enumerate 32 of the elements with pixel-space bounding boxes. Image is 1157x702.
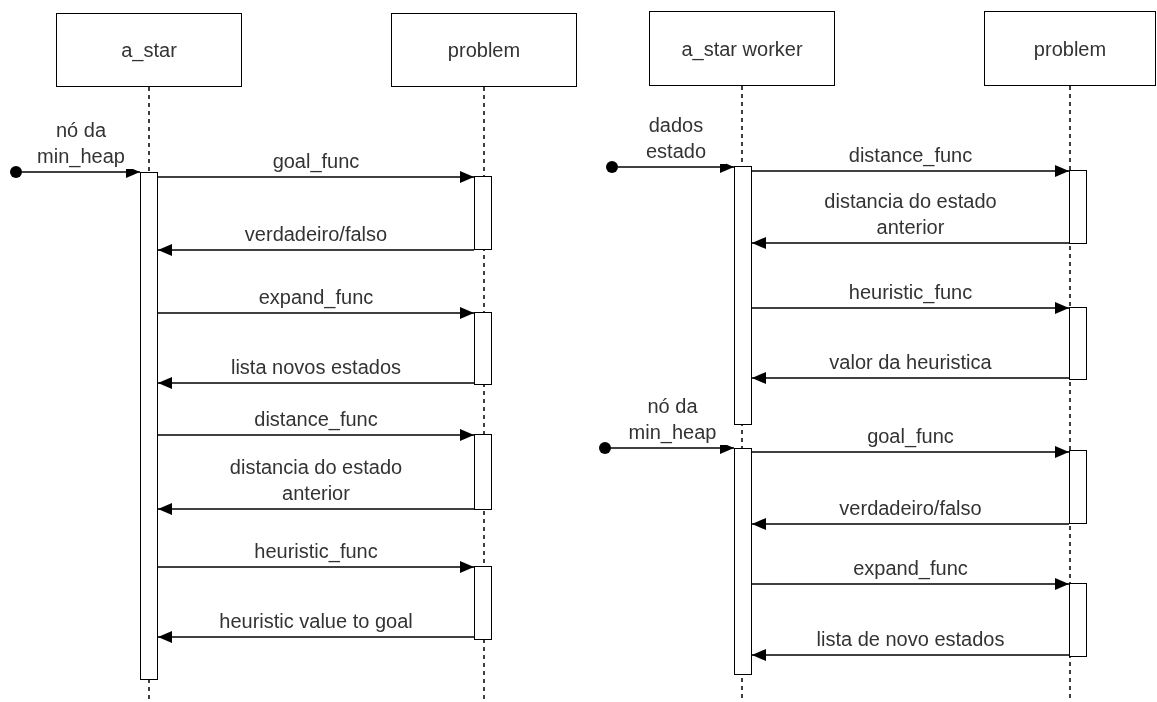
message-arrow (617, 161, 735, 173)
activation-bar (140, 172, 158, 680)
message-arrow (157, 171, 475, 183)
message-arrow (751, 518, 1070, 530)
message-arrow (157, 561, 475, 573)
activation-bar (1069, 583, 1087, 657)
activation-bar (1069, 307, 1087, 380)
message-arrow (751, 165, 1070, 177)
message-arrow (751, 578, 1070, 590)
message-arrow (157, 244, 475, 256)
activation-bar (474, 176, 492, 250)
activation-bar (1069, 170, 1087, 244)
message-arrow (157, 307, 475, 319)
message-arrow (751, 649, 1070, 661)
message-arrow (157, 429, 475, 441)
activation-bar (1069, 450, 1087, 524)
message-arrow (751, 372, 1070, 384)
activation-bar (474, 566, 492, 640)
activation-bar (474, 434, 492, 510)
message-arrow (751, 302, 1070, 314)
message-arrow (751, 237, 1070, 249)
activation-bar (474, 312, 492, 385)
message-arrow (157, 631, 475, 643)
lifeline-header: problem (984, 11, 1156, 86)
activation-bar (734, 448, 752, 675)
lifeline-header: a_star (56, 13, 242, 87)
message-arrow (157, 503, 475, 515)
lifeline-header: problem (391, 13, 577, 87)
activation-bar (734, 166, 752, 425)
lifeline-header: a_star worker (649, 11, 835, 86)
message-arrow (157, 377, 475, 389)
message-arrow (751, 446, 1070, 458)
